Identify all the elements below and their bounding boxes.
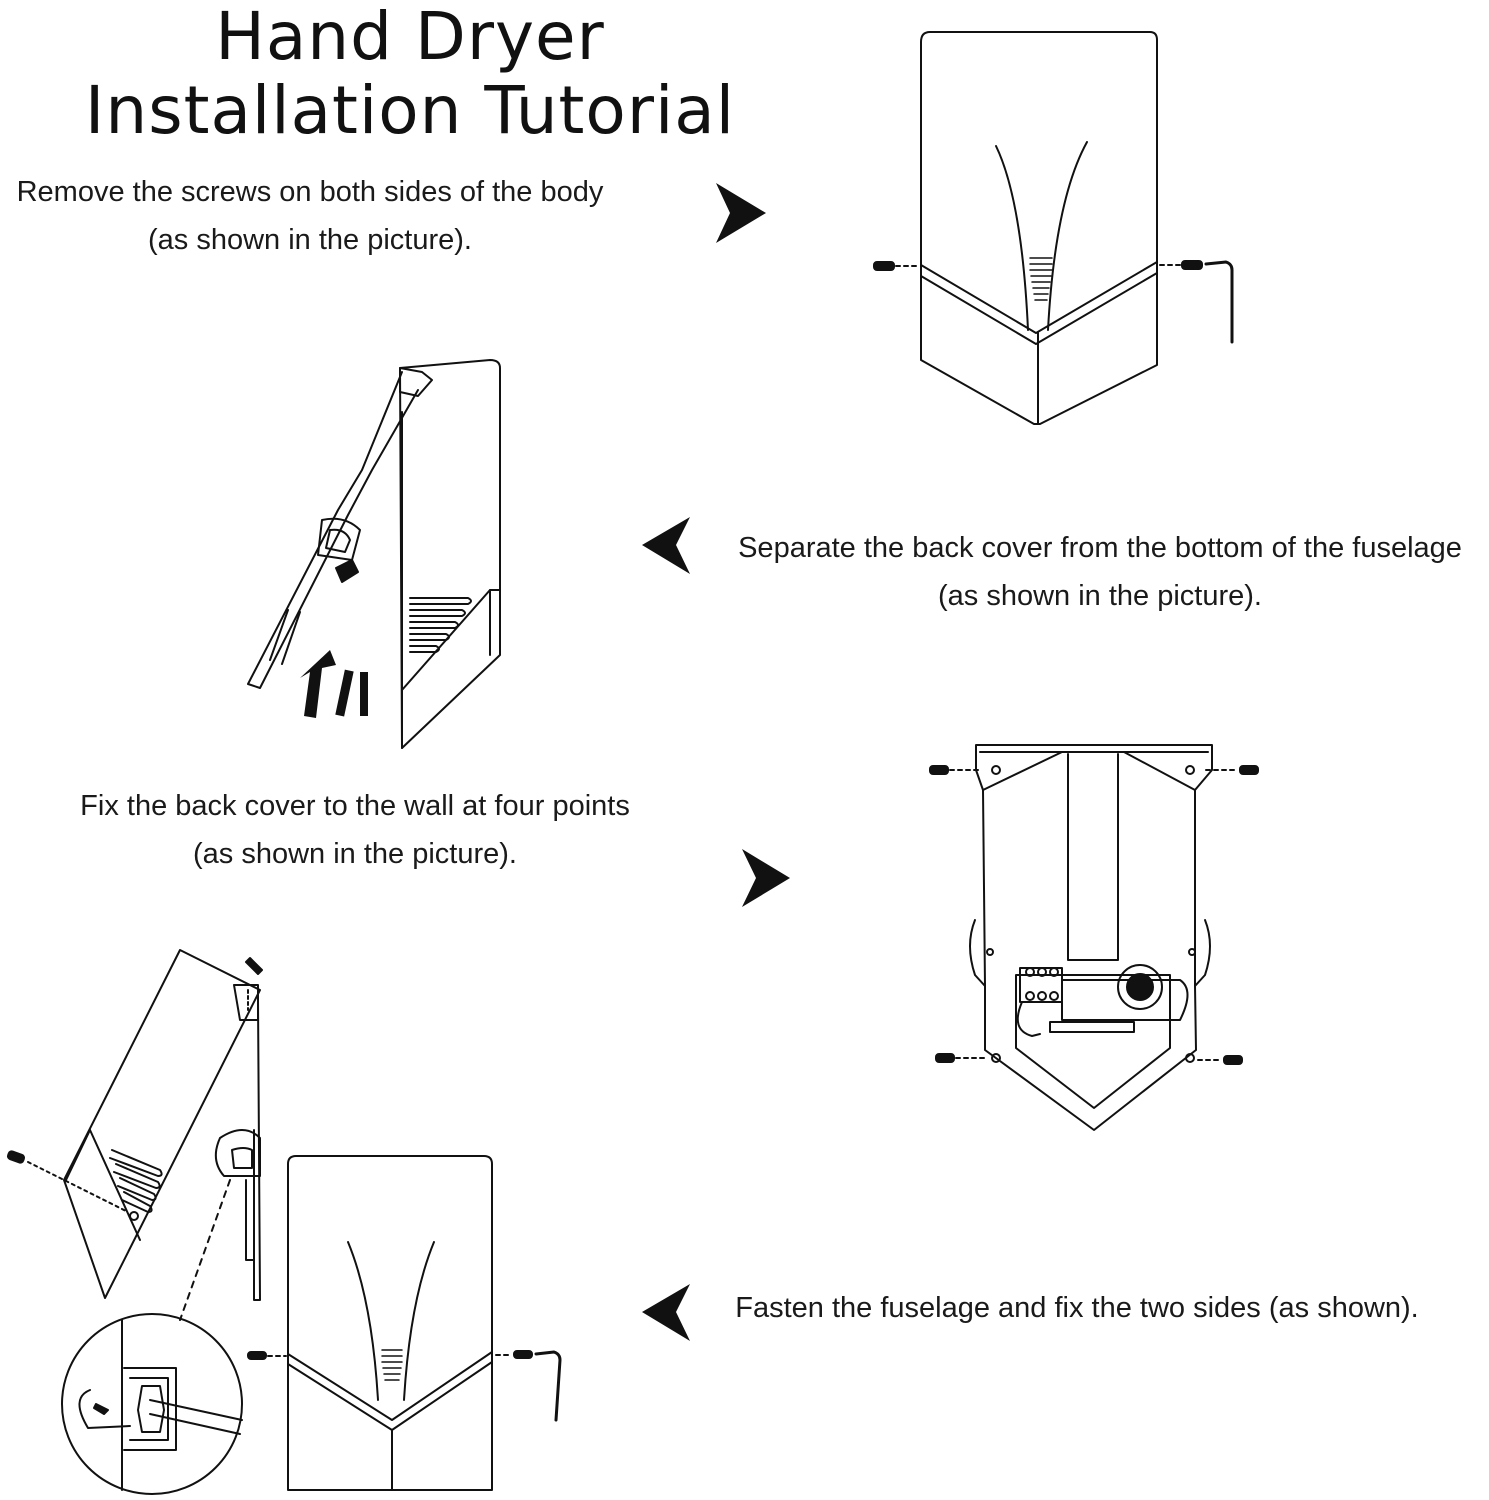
step-4-line-1: Fasten the fuselage and fix the two side… [735,1292,1419,1324]
dryer-front-figure-1 [873,31,1234,425]
magnified-detail-circle [61,1313,243,1495]
step-1-line-1: Remove the screws on both sides of the b… [16,176,604,208]
arrow-left-icon-step-2 [642,517,690,574]
screw-icon-left-body [247,1351,287,1360]
screw-icon-bottom-right [1197,1055,1243,1065]
arrow-right-icon-step-1 [716,183,766,243]
step-3-line-2: (as shown in the picture). [193,838,517,870]
screw-icon-right-body [495,1350,533,1359]
arrow-left-icon-step-4 [642,1284,690,1341]
step-2-line-2: (as shown in the picture). [938,580,1262,612]
step-3-line-1: Fix the back cover to the wall at four p… [80,790,630,822]
step-1-text: Remove the screws on both sides of the b… [0,168,620,264]
title-line-2: Installation Tutorial [84,72,736,149]
page-title: Hand Dryer Installation Tutorial [60,0,760,148]
vent-slots [1029,257,1053,301]
step-1-line-2: (as shown in the picture). [148,224,472,256]
screw-icon-bottom-left [935,1053,987,1063]
step-2-line-1: Separate the back cover from the bottom … [738,532,1462,564]
step-3-text: Fix the back cover to the wall at four p… [50,782,660,878]
fasten-fuselage-figure-4 [6,949,562,1495]
vent-slots [381,1349,403,1381]
title-line-1: Hand Dryer [215,0,605,75]
vent-slots [409,597,472,653]
screw-icon-left [873,261,917,271]
step-2-text: Separate the back cover from the bottom … [712,524,1488,620]
screw-icon-top-right [1205,765,1259,775]
screw-icon-side [6,1150,129,1213]
hex-key-icon [1204,260,1234,344]
screw-icon-top-left [929,765,981,775]
terminal-block [1019,967,1063,1003]
arrow-right-icon-step-3 [742,849,790,907]
back-cover-separation-figure-2 [247,359,501,749]
step-4-text: Fasten the fuselage and fix the two side… [712,1284,1442,1332]
back-cover-wall-figure-3 [929,744,1259,1131]
hex-key-icon [534,1350,562,1422]
vent-slots [109,1149,163,1213]
screw-icon-right [1159,260,1203,270]
pull-arrow-icon [300,650,368,718]
